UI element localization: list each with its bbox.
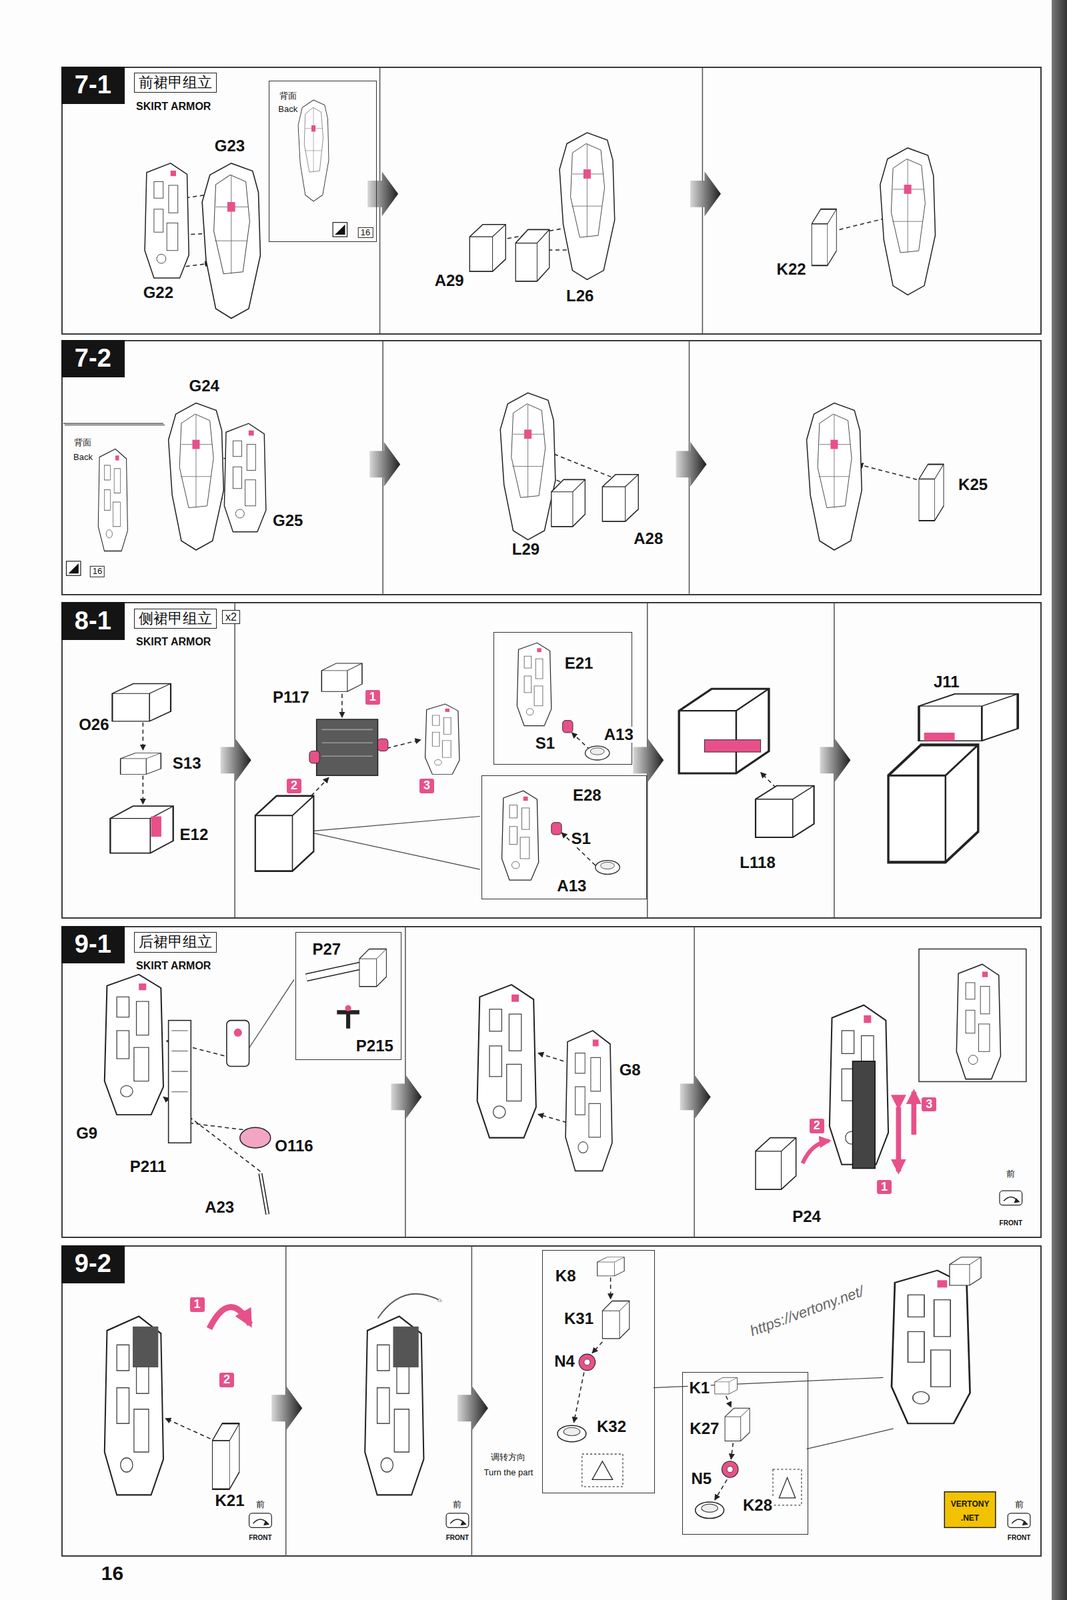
step-badge: 1 <box>189 1297 205 1313</box>
part-label: K31 <box>562 1311 595 1328</box>
part-label: E28 <box>571 787 603 804</box>
part-label: N5 <box>689 1471 713 1488</box>
inset-box: K8K31N4K32 <box>542 1250 655 1495</box>
part-label: N4 <box>552 1353 577 1370</box>
step-badge: 1 <box>876 1180 892 1196</box>
inset-box: P27P215 <box>295 932 402 1060</box>
step-number: 7-1 <box>61 66 125 105</box>
part-label: G24 <box>188 378 221 395</box>
step-subtitle: SKIRT ARMOR <box>136 636 211 649</box>
view-note: Back <box>278 104 298 115</box>
logo-text: VERTONY <box>950 1500 990 1510</box>
watermark: https://vertony.net/ <box>747 1283 866 1340</box>
front-text: FRONT <box>248 1533 272 1542</box>
step-subtitle: SKIRT ARMOR <box>136 100 211 113</box>
part-label: E12 <box>178 826 211 843</box>
step-badge: 3 <box>419 778 435 794</box>
step-number: 7-2 <box>61 340 125 379</box>
part-label: O116 <box>273 1138 315 1155</box>
step-title: 侧裙甲组立 <box>134 608 217 629</box>
view-note: 背面 <box>74 438 92 448</box>
page-ref: 16 <box>358 227 373 239</box>
part-label: P24 <box>790 1209 823 1226</box>
page-ref: 16 <box>90 566 105 577</box>
step-panel: P27P215 9-1 后裙甲组立 SKIRT ARMOR <box>61 926 1042 1240</box>
part-label: A23 <box>203 1199 236 1216</box>
logo-text: .NET <box>960 1515 979 1524</box>
step-number: 9-1 <box>61 926 125 965</box>
step-panel: K8K31N4K32K1K27N5K289-2 <box>61 1245 1042 1558</box>
part-label: A13 <box>602 726 635 743</box>
part-label: K25 <box>956 476 989 493</box>
part-label: K32 <box>595 1419 628 1436</box>
step-badge: 2 <box>286 778 302 794</box>
part-label: G23 <box>213 138 247 155</box>
step-title: 前裙甲组立 <box>134 72 217 93</box>
part-label: J11 <box>932 674 961 691</box>
front-mark: 前 <box>1014 1500 1024 1510</box>
view-note: 背面 <box>279 91 297 101</box>
front-mark: 前 <box>1006 1169 1015 1180</box>
part-label: P27 <box>311 941 343 958</box>
part-label: K8 <box>554 1268 578 1285</box>
part-label: P211 <box>128 1159 169 1176</box>
part-label: S1 <box>534 735 557 752</box>
part-label: G25 <box>271 512 305 529</box>
step-subtitle: SKIRT ARMOR <box>136 960 211 973</box>
step-title: 后裙甲组立 <box>134 932 217 953</box>
part-label: L118 <box>738 854 777 871</box>
part-label: K21 <box>213 1493 246 1510</box>
part-label: G9 <box>74 1125 99 1142</box>
part-label: A28 <box>632 530 665 547</box>
note-text: 调转方向 <box>490 1453 526 1463</box>
part-label: P117 <box>271 689 311 706</box>
part-label: G22 <box>142 284 175 301</box>
step-badge: 2 <box>219 1373 235 1388</box>
part-label: K1 <box>687 1380 711 1397</box>
part-label: K27 <box>688 1421 721 1438</box>
inset-box: E28S1A13 <box>481 775 647 901</box>
quantity-mark: x2 <box>222 610 241 625</box>
step-panel: E21S1A13E28S1A138-1侧裙甲组立x2SKIRT ARMOR <box>61 602 1042 919</box>
part-label: L29 <box>510 541 541 558</box>
page-number: 16 <box>101 1562 124 1585</box>
step-number: 8-1 <box>61 602 125 641</box>
part-label: S1 <box>569 830 592 847</box>
inset-box: E21S1 A13 <box>493 632 633 765</box>
front-text: FRONT <box>1007 1533 1031 1542</box>
view-note: Back <box>73 452 93 463</box>
part-label: K28 <box>741 1497 774 1514</box>
step-badge: 3 <box>921 1097 937 1113</box>
part-label: A13 <box>555 878 588 895</box>
part-label: O26 <box>77 716 111 733</box>
inset-box: K1K27N5K28 <box>682 1372 808 1535</box>
part-label: S13 <box>171 755 203 772</box>
step-badge: 2 <box>809 1119 825 1134</box>
inset-box: 背面 Back 16 <box>268 80 377 243</box>
part-label: E21 <box>563 655 595 672</box>
step-panel: 背面 Back 16 7-1 前裙甲组立 SKIRT ARMOR <box>61 66 1042 336</box>
front-text: FRONT <box>999 1219 1023 1228</box>
part-label: P215 <box>354 1038 395 1055</box>
front-text: FRONT <box>446 1533 469 1542</box>
front-mark: 前 <box>452 1500 462 1510</box>
step-badge: 1 <box>365 690 381 705</box>
step-number: 9-2 <box>61 1245 125 1284</box>
inset-box: 背面 Back 16 <box>64 424 165 596</box>
front-mark: 前 <box>256 1500 265 1510</box>
part-label: K22 <box>775 261 808 278</box>
part-label: A29 <box>433 272 466 289</box>
note-text: Turn the part <box>484 1468 534 1478</box>
part-label: L26 <box>564 288 595 305</box>
part-label: G8 <box>618 1062 643 1079</box>
